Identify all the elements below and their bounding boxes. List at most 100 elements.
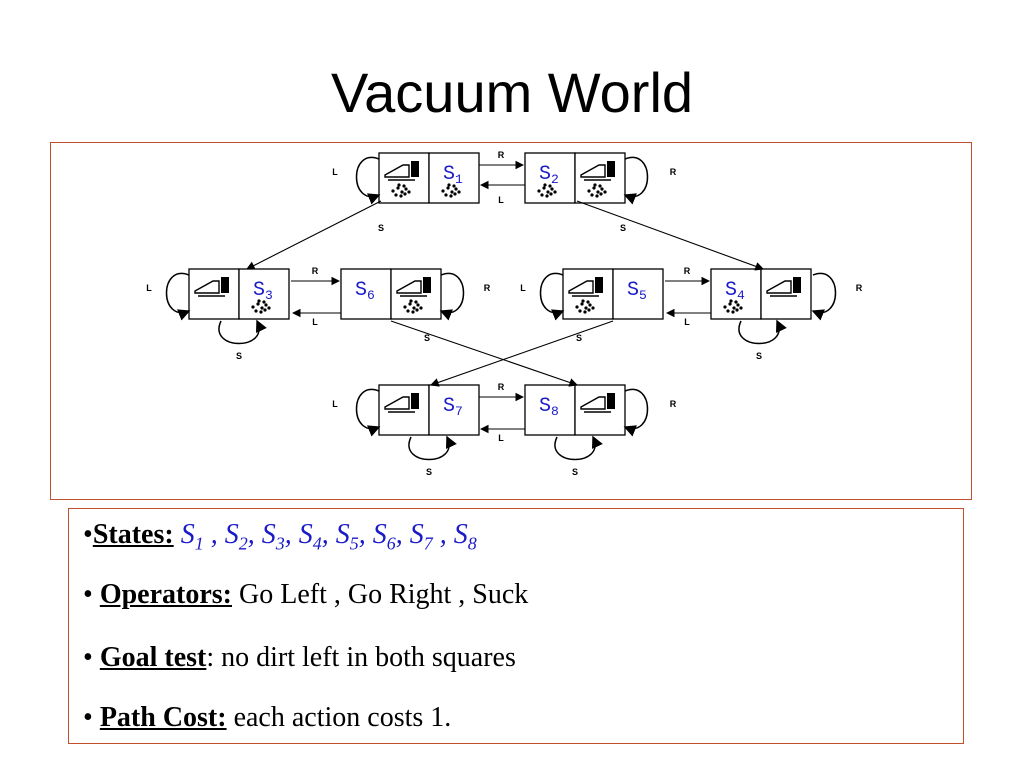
vacuum-icon — [396, 280, 422, 294]
vacuum-icon — [384, 164, 410, 178]
state-symbol: S4 — [298, 519, 322, 554]
transition-arrow — [429, 320, 614, 387]
action-label: S — [236, 351, 242, 361]
dirt-icon — [575, 305, 579, 309]
dirt-icon — [411, 310, 415, 314]
bullet-dot: • — [83, 702, 93, 733]
dirt-icon — [537, 189, 541, 193]
dirt-icon — [578, 309, 582, 313]
action-label: R — [484, 283, 491, 293]
dirt-icon — [457, 190, 461, 194]
definition-box: •States: S1 , S2, S3, S4, S5, S6, S7 , S… — [68, 508, 964, 744]
action-label: L — [498, 433, 504, 443]
action-label: S — [426, 467, 432, 477]
dirt-icon — [414, 300, 418, 304]
vacuum-icon — [580, 396, 606, 410]
path-cost-bullet: • Path Cost: each action costs 1. — [83, 702, 451, 734]
dirt-icon — [546, 190, 550, 194]
vacuum-body — [607, 161, 615, 177]
dirt-icon — [454, 187, 458, 191]
dirt-icon — [400, 190, 404, 194]
bullet-dot: • — [83, 642, 93, 673]
vacuum-icon — [194, 280, 220, 294]
states-list: S1 , S2, S3, S4, S5, S6, S7 , S8 — [180, 519, 477, 554]
dirt-icon — [264, 303, 268, 307]
dirt-icon — [584, 306, 588, 310]
room-square — [378, 152, 430, 204]
dirt-icon — [259, 310, 263, 314]
dirt-icon — [415, 308, 419, 312]
dirt-icon — [260, 306, 264, 310]
self-loop — [738, 319, 787, 345]
dirt-icon — [399, 194, 403, 198]
dirt-icon — [739, 306, 743, 310]
dirt-icon — [449, 194, 453, 198]
state-symbol: S6 — [372, 519, 396, 554]
goal-test-text: : no dirt left in both squares — [206, 642, 516, 673]
self-loop — [554, 435, 603, 461]
dirt-icon — [729, 299, 733, 303]
vacuum-body — [423, 277, 431, 293]
dirt-icon — [583, 310, 587, 314]
dirt-icon — [734, 300, 738, 304]
self-loop — [811, 272, 837, 321]
operators-text: Go Left , Go Right , Suck — [232, 579, 529, 610]
dirt-icon — [726, 309, 730, 313]
dirt-icon — [251, 305, 255, 309]
dirt-icon — [403, 192, 407, 196]
vacuum-icon — [766, 280, 792, 294]
dirt-icon — [591, 306, 595, 310]
vacuum-icon — [568, 280, 594, 294]
dirt-icon — [542, 186, 546, 190]
action-label: R — [856, 283, 863, 293]
dirt-icon — [403, 305, 407, 309]
operators-bullet: • Operators: Go Left , Go Right , Suck — [83, 579, 528, 611]
dirt-icon — [453, 192, 457, 196]
dirt-icon — [596, 190, 600, 194]
dirt-icon — [600, 187, 604, 191]
dirt-icon — [263, 308, 267, 312]
dirt-icon — [257, 299, 261, 303]
action-label: S — [424, 333, 430, 343]
bullet-dot: • — [83, 519, 93, 550]
dirt-icon — [586, 300, 590, 304]
dirt-icon — [548, 184, 552, 188]
state-symbol: S2 — [224, 519, 248, 554]
room-square — [378, 384, 430, 436]
vacuum-body — [793, 277, 801, 293]
vacuum-body — [595, 277, 603, 293]
dirt-icon — [406, 309, 410, 313]
dirt-icon — [262, 300, 266, 304]
action-label: R — [670, 399, 677, 409]
action-label: L — [332, 167, 338, 177]
dirt-icon — [587, 308, 591, 312]
self-loop — [539, 272, 565, 321]
transition-arrow — [576, 200, 765, 271]
dirt-icon — [588, 303, 592, 307]
self-loop — [623, 388, 649, 437]
room-square — [390, 268, 442, 320]
dirt-icon — [581, 299, 585, 303]
dirt-icon — [404, 187, 408, 191]
dirt-icon — [540, 193, 544, 197]
dirt-icon — [441, 189, 445, 193]
dirt-icon — [603, 190, 607, 194]
dirt-icon — [452, 184, 456, 188]
dirt-icon — [587, 189, 591, 193]
action-label: R — [670, 167, 677, 177]
transition-arrow — [390, 320, 579, 387]
action-label: L — [312, 317, 318, 327]
dirt-icon — [402, 184, 406, 188]
operators-label: Operators: — [99, 579, 232, 610]
dirt-icon — [407, 190, 411, 194]
dirt-icon — [447, 183, 451, 187]
self-loop — [355, 388, 381, 437]
action-label: S — [378, 223, 384, 233]
vacuum-body — [411, 393, 419, 409]
dirt-icon — [545, 194, 549, 198]
dirt-icon — [409, 299, 413, 303]
transition-arrow — [246, 200, 382, 270]
page-title: Vacuum World — [330, 61, 694, 124]
vacuum-body — [607, 393, 615, 409]
goal-test-bullet: • Goal test: no dirt left in both square… — [83, 642, 516, 674]
